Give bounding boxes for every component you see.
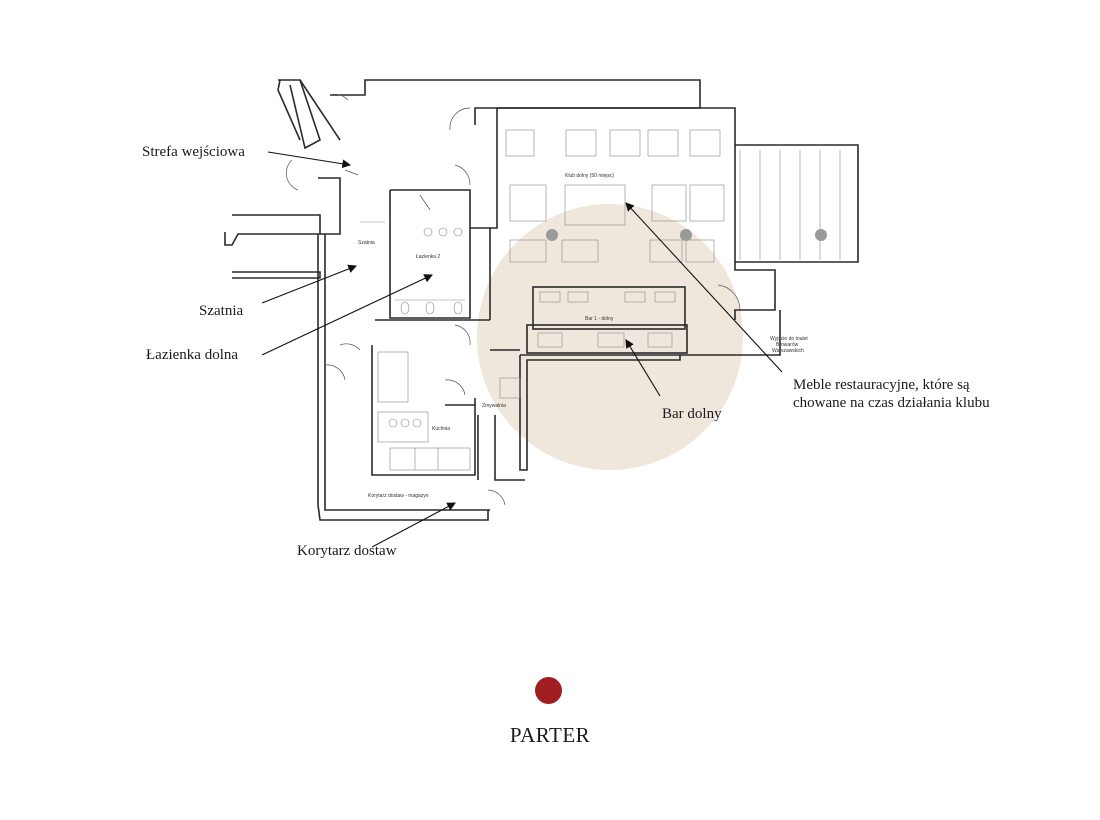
leader-lines [261,151,783,548]
label-cloakroom: Szatnia [199,303,244,319]
floor-title: PARTER [509,723,591,747]
plan-label-szatnia: Szatnia [358,240,375,246]
label-entrance-zone: Strefa wejściowa [142,144,245,160]
walls [224,79,859,521]
plan-label-lazienka: Łazienka 2 [416,254,440,260]
bar-area-highlight [477,204,743,470]
plan-label-zmywalnia: Zmywalnia [482,403,506,409]
label-furniture-line-1: Meble restauracyjne, które są [793,377,970,393]
floor-marker-dot [535,677,562,704]
plan-label-wyjscie-2: Browarów [776,342,799,348]
columns [546,229,827,241]
plan-label-klub: Klub dolny (50 miejsc) [565,173,615,179]
label-bar: Bar dolny [662,406,722,422]
plan-label-kuchnia: Kuchnia [432,426,450,432]
plan-label-bar1: Bar 1 - dolny [585,316,614,322]
plan-label-wyjscie-1: Wyjście do toalet [770,336,808,342]
doors [286,94,741,506]
label-furniture-line-2: chowane na czas działania klubu [793,395,990,411]
plan-label-korytarz: Korytarz dostaw - magazyn [368,493,429,499]
label-delivery-corridor: Korytarz dostaw [297,543,397,559]
plan-label-wyjscie-3: Warszawskich [772,348,804,354]
label-bathroom: Łazienka dolna [146,347,239,363]
club-furniture [360,129,841,471]
